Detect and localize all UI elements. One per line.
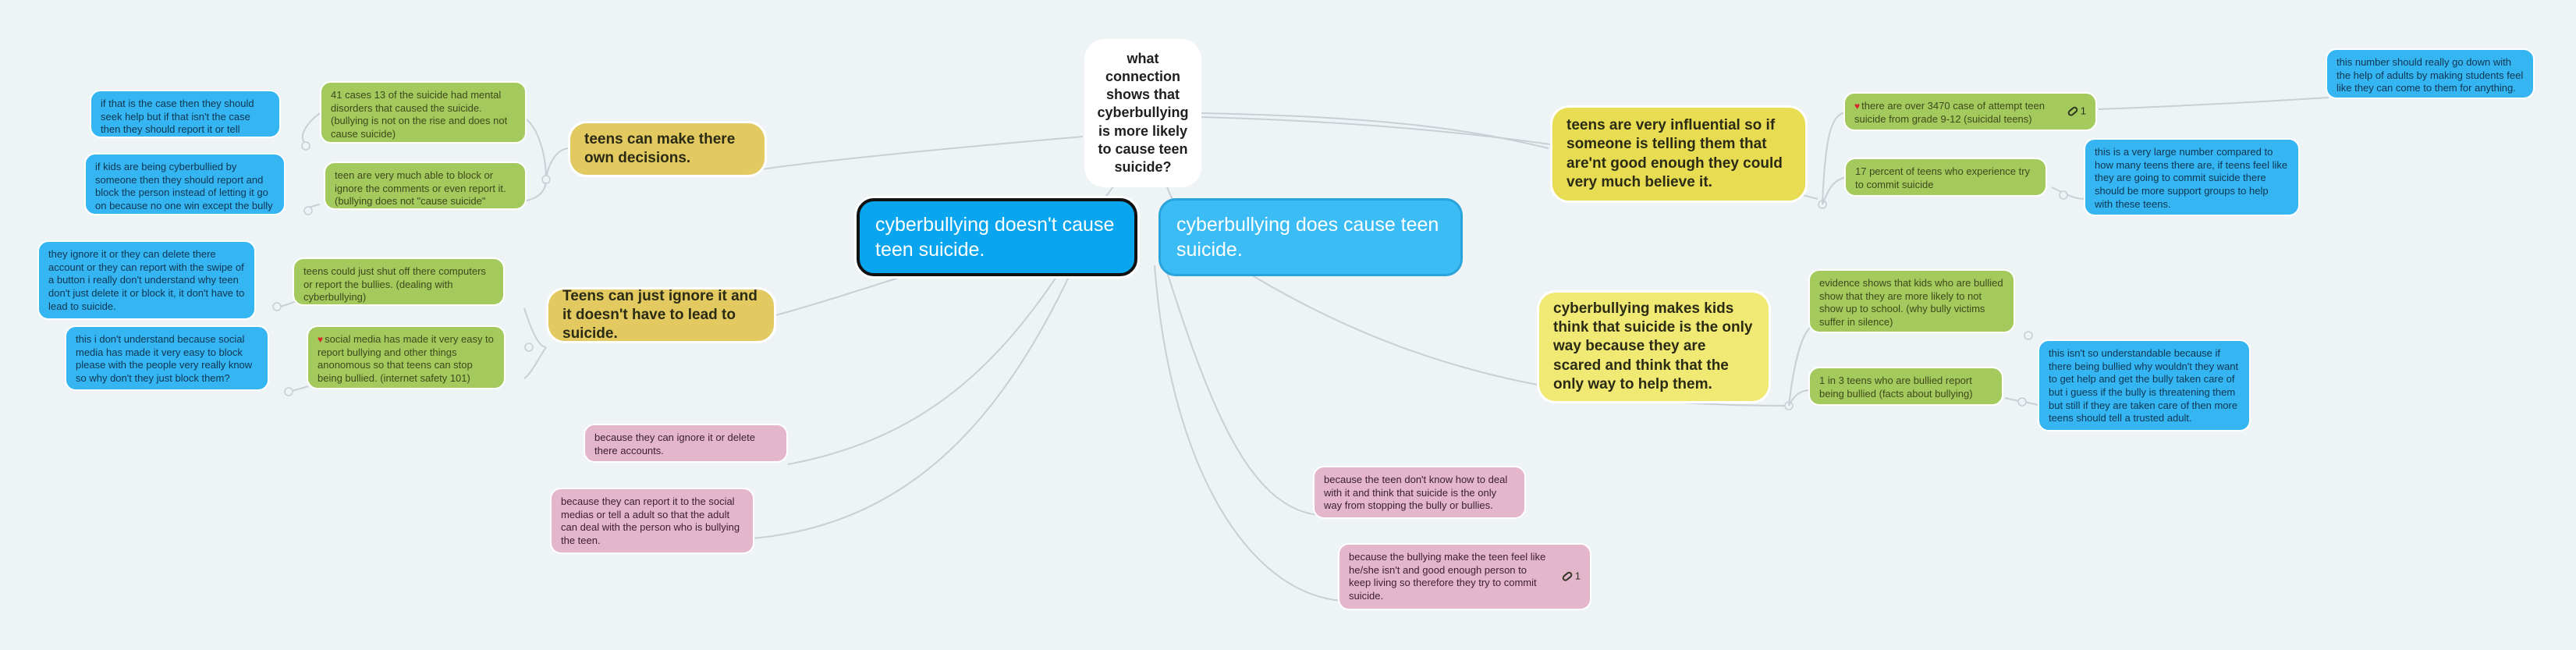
topic-only-way[interactable]: cyberbullying makes kids think that suic… xyxy=(1537,290,1771,403)
note-support-groups[interactable]: this is a very large number compared to … xyxy=(2084,138,2300,216)
link-count: 1 xyxy=(2080,105,2086,117)
topic-teens-influential[interactable]: teens are very influential so if someone… xyxy=(1550,105,1808,203)
subtopic-text: teens could just shut off there computer… xyxy=(303,265,486,304)
subtopic-text: 1 in 3 teens who are bullied report bein… xyxy=(1819,375,1973,400)
topic-text: teens can make there own decisions. xyxy=(584,130,736,166)
note-text: if kids are being cyberbullied by someon… xyxy=(95,161,273,214)
subtopic-text: teen are very much able to block or igno… xyxy=(335,169,506,208)
subtopic-text: 17 percent of teens who experience try t… xyxy=(1855,165,2031,190)
pink-text: because the bullying make the teen feel … xyxy=(1349,551,1546,602)
note-text: this isn't so understandable because if … xyxy=(2049,347,2239,424)
note-text: this number should really go down with t… xyxy=(2336,56,2524,94)
subtopic-3470-cases[interactable]: ♥there are over 3470 case of attempt tee… xyxy=(1843,92,2097,131)
subtopic-evidence-school[interactable]: evidence shows that kids who are bullied… xyxy=(1808,269,2015,333)
pink-dont-know-how[interactable]: because the teen don't know how to deal … xyxy=(1313,466,1526,519)
note-delete-account[interactable]: they ignore it or they can delete there … xyxy=(37,240,256,320)
pink-ignore-delete[interactable]: because they can ignore it or delete the… xyxy=(584,424,788,463)
pink-report-social-media[interactable]: because they can report it to the social… xyxy=(550,488,754,554)
subtopic-text: social media has made it very easy to re… xyxy=(318,333,494,384)
subtopic-mental-disorders[interactable]: 41 cases 13 of the suicide had mental di… xyxy=(320,81,527,144)
note-seek-help[interactable]: if that is the case then they should see… xyxy=(90,90,281,138)
main-branch-text: cyberbullying does cause teen suicide. xyxy=(1176,214,1439,261)
topic-text: cyberbullying makes kids think that suic… xyxy=(1553,300,1753,392)
note-text: if that is the case then they should see… xyxy=(101,98,254,137)
link-icon xyxy=(1560,570,1574,583)
main-branch-text: cyberbullying doesn't cause teen suicide… xyxy=(875,214,1115,261)
heart-icon: ♥ xyxy=(1854,101,1861,112)
main-branch-doesnt-cause[interactable]: cyberbullying doesn't cause teen suicide… xyxy=(857,198,1137,276)
subtopic-17-percent[interactable]: 17 percent of teens who experience try t… xyxy=(1844,158,2047,197)
heart-icon: ♥ xyxy=(318,334,324,345)
subtopic-text: 41 cases 13 of the suicide had mental di… xyxy=(331,89,508,140)
note-block-them[interactable]: this i don't understand because social m… xyxy=(65,325,269,391)
subtopic-social-media-report[interactable]: ♥social media has made it very easy to r… xyxy=(307,325,506,389)
subtopic-1-in-3[interactable]: 1 in 3 teens who are bullied report bein… xyxy=(1808,367,2003,406)
note-number-go-down[interactable]: this number should really go down with t… xyxy=(2326,48,2535,99)
pink-not-good-enough[interactable]: because the bullying make the teen feel … xyxy=(1338,543,1591,610)
subtopic-shut-off-computers[interactable]: teens could just shut off there computer… xyxy=(293,258,505,306)
subtopic-text: evidence shows that kids who are bullied… xyxy=(1819,277,2003,328)
link-icon xyxy=(2066,105,2079,118)
topic-own-decisions[interactable]: teens can make there own decisions. xyxy=(568,121,767,177)
subtopic-block-ignore[interactable]: teen are very much able to block or igno… xyxy=(324,162,527,210)
pink-text: because the teen don't know how to deal … xyxy=(1324,474,1508,512)
note-text: this is a very large number compared to … xyxy=(2095,146,2288,210)
root-question-text: what connection shows that cyberbullying… xyxy=(1097,51,1189,175)
link-badge[interactable]: 1 xyxy=(1560,570,1581,584)
subtopic-text: there are over 3470 case of attempt teen… xyxy=(1854,100,2045,125)
topic-text: teens are very influential so if someone… xyxy=(1567,116,1783,190)
pink-text: because they can ignore it or delete the… xyxy=(594,432,755,456)
link-count: 1 xyxy=(1574,570,1581,582)
note-not-understandable[interactable]: this isn't so understandable because if … xyxy=(2038,339,2251,432)
root-question[interactable]: what connection shows that cyberbullying… xyxy=(1084,39,1201,187)
note-text: they ignore it or they can delete there … xyxy=(48,248,245,312)
topic-ignore-it[interactable]: Teens can just ignore it and it doesn't … xyxy=(546,287,776,343)
link-badge[interactable]: 1 xyxy=(2066,105,2086,119)
main-branch-does-cause[interactable]: cyberbullying does cause teen suicide. xyxy=(1158,198,1463,276)
note-text: this i don't understand because social m… xyxy=(76,333,253,384)
topic-text: Teens can just ignore it and it doesn't … xyxy=(562,287,758,343)
note-report-block[interactable]: if kids are being cyberbullied by someon… xyxy=(84,153,286,215)
pink-text: because they can report it to the social… xyxy=(561,495,740,546)
